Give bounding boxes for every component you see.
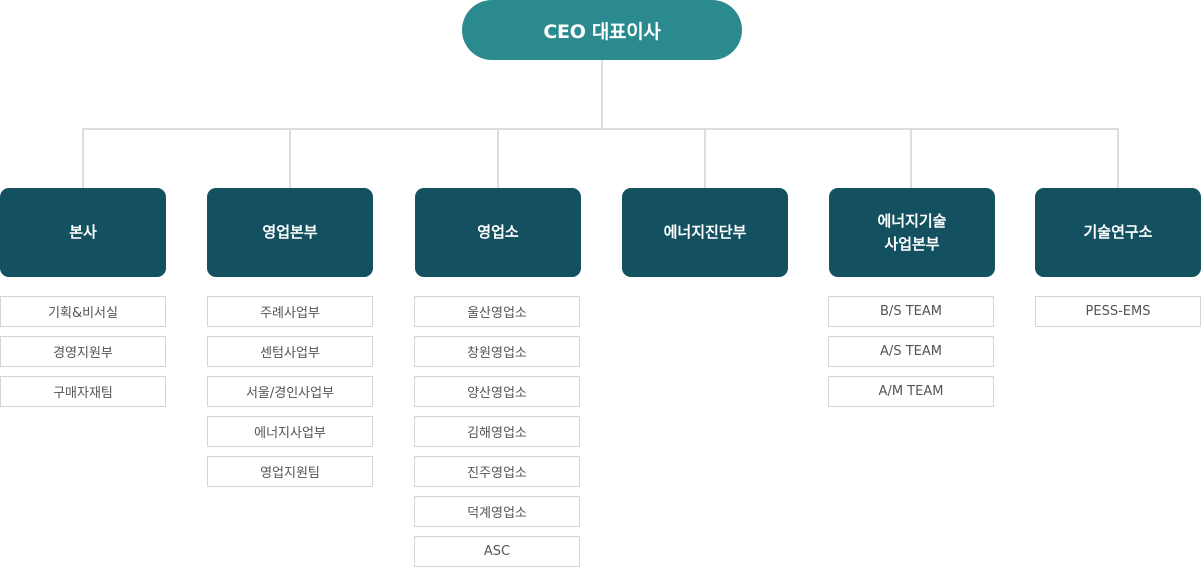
dept-energy-diagnosis: 에너지진단부 — [622, 188, 788, 277]
subunit-item: 김해영업소 — [414, 416, 580, 447]
subunit-item: ASC — [414, 536, 580, 567]
subunit-item: PESS-EMS — [1035, 296, 1201, 327]
connector-drop-3 — [497, 128, 499, 188]
subunit-item: 에너지사업부 — [207, 416, 373, 447]
subunit-item: 울산영업소 — [414, 296, 580, 327]
subunit-item: 덕계영업소 — [414, 496, 580, 527]
connector-drop-2 — [289, 128, 291, 188]
dept-tech-research-lab: 기술연구소 — [1035, 188, 1201, 277]
subunit-item: A/S TEAM — [828, 336, 994, 367]
subunit-item: 구매자재팀 — [0, 376, 166, 407]
connector-drop-1 — [82, 128, 84, 188]
subunit-item: 주례사업부 — [207, 296, 373, 327]
ceo-node: CEO 대표이사 — [462, 0, 742, 60]
subunit-item: 기획&비서실 — [0, 296, 166, 327]
dept-headquarters: 본사 — [0, 188, 166, 277]
subunit-item: 경영지원부 — [0, 336, 166, 367]
dept-energy-tech-business: 에너지기술 사업본부 — [829, 188, 995, 277]
dept-sales-division: 영업본부 — [207, 188, 373, 277]
dept-sales-offices: 영업소 — [415, 188, 581, 277]
subunit-item: A/M TEAM — [828, 376, 994, 407]
subunit-item: 영업지원팀 — [207, 456, 373, 487]
subunit-item: 진주영업소 — [414, 456, 580, 487]
connector-drop-5 — [910, 128, 912, 188]
subunit-item: B/S TEAM — [828, 296, 994, 327]
subunit-item: 양산영업소 — [414, 376, 580, 407]
subunit-item: 센텀사업부 — [207, 336, 373, 367]
connector-horizontal — [82, 128, 1119, 130]
subunit-item: 창원영업소 — [414, 336, 580, 367]
connector-drop-6 — [1117, 128, 1119, 188]
connector-drop-4 — [704, 128, 706, 188]
connector-ceo-vertical — [601, 60, 603, 129]
subunit-item: 서울/경인사업부 — [207, 376, 373, 407]
